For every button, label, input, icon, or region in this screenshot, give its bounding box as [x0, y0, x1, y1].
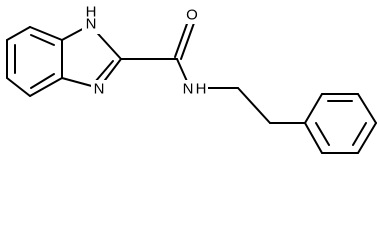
bond-carbonyl-double-1 — [174, 20, 189, 58]
bond-ch2-ch2 — [237, 87, 271, 124]
atom-label-ring-h: H — [86, 4, 97, 21]
bond-benz-1 — [29, 26, 63, 41]
atom-label-carbonyl-o: O — [186, 7, 198, 24]
bond-benz-4 — [6, 77, 31, 97]
bond-benz-6 — [6, 26, 31, 41]
bond-phenyl-1 — [304, 93, 323, 124]
bond-phenyl-double-2 — [352, 122, 367, 146]
bond-benz-double-1 — [30, 34, 55, 46]
label-bg-n-ring — [91, 80, 107, 98]
bond-carbonyl-double-2 — [180, 22, 195, 60]
atom-label-amide-h: H — [196, 81, 207, 98]
bond-phenyl-4 — [357, 122, 377, 154]
atom-labels: H N N O N H — [82, 4, 208, 98]
atom-label-ring-nh: N — [86, 16, 97, 33]
label-bg-nh — [82, 4, 100, 34]
molecule-structure: H N N O N H — [6, 4, 377, 154]
label-bg-o — [184, 6, 200, 24]
bond-benz-3 — [29, 77, 63, 97]
label-bg-amide-nh — [180, 80, 208, 98]
bond-benz-double-2 — [30, 73, 55, 89]
bond-imid-double — [94, 60, 114, 83]
bond-phenyl-6 — [304, 122, 323, 154]
atom-label-amide-n: N — [183, 81, 194, 98]
bond-phenyl-3 — [357, 93, 377, 124]
atom-label-ring-n: N — [94, 81, 105, 98]
bond-phenyl-double-3 — [315, 122, 330, 146]
